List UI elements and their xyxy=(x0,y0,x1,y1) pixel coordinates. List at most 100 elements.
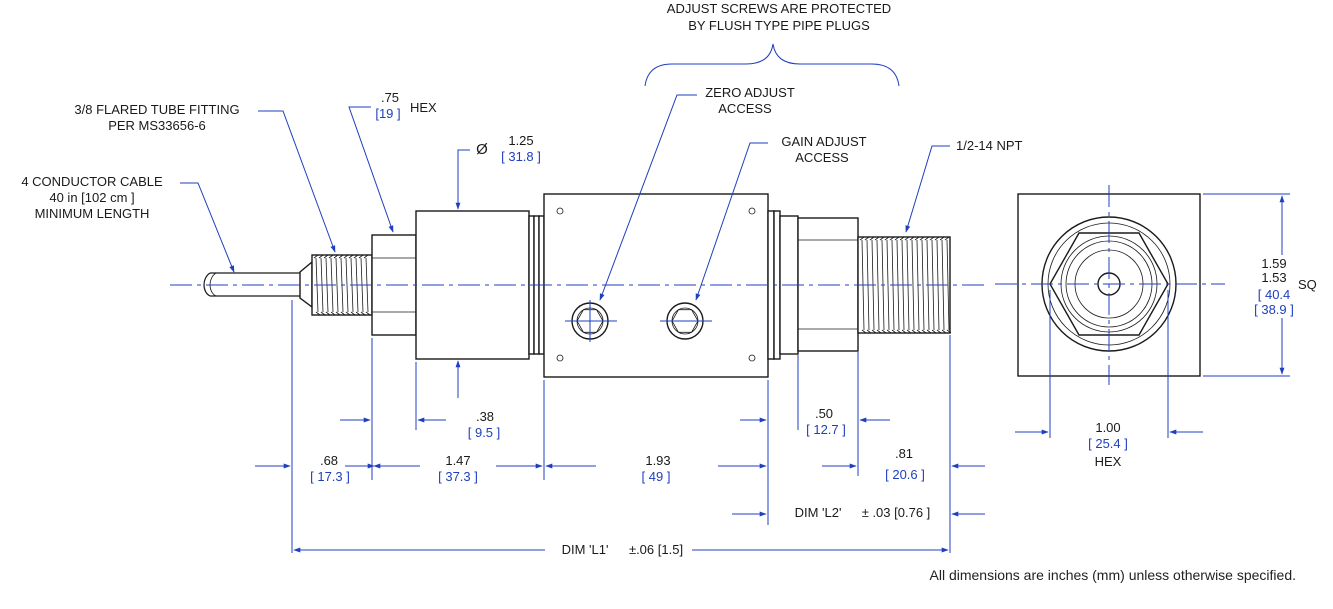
hex-075-mm: [19 ] xyxy=(375,106,400,121)
thread-crest xyxy=(871,329,877,334)
diameter-mm: [ 31.8 ] xyxy=(501,149,541,164)
thread-crest xyxy=(866,329,872,334)
thread-line xyxy=(345,257,349,313)
thread-crest xyxy=(874,236,880,241)
thread-crest xyxy=(330,311,336,316)
dim-050-in: .50 xyxy=(815,406,833,421)
leader-lines xyxy=(180,43,950,398)
cable-label: MINIMUM LENGTH xyxy=(35,206,150,221)
thread-crest xyxy=(909,236,915,241)
thread-crest xyxy=(901,329,907,334)
zero-adjust-plug xyxy=(565,300,617,342)
sq-in-min: 1.53 xyxy=(1261,270,1286,285)
gain-adjust-label: GAIN ADJUST xyxy=(781,134,866,149)
dim-038-mm: [ 9.5 ] xyxy=(468,425,501,440)
thread-crest xyxy=(353,254,359,259)
screw-hole xyxy=(748,354,756,362)
hex-100-mm: [ 25.4 ] xyxy=(1088,436,1128,451)
thread-crest xyxy=(335,311,341,316)
thread-crest xyxy=(941,329,947,334)
side-view xyxy=(170,193,985,378)
screw-hole xyxy=(556,354,564,362)
dim-068-mm: [ 17.3 ] xyxy=(310,469,350,484)
dim-147-in: 1.47 xyxy=(445,453,470,468)
thread-crest xyxy=(934,236,940,241)
hex-075-label: HEX xyxy=(410,100,437,115)
thread-crest xyxy=(944,236,950,241)
thread-crest xyxy=(921,329,927,334)
thread-crest xyxy=(318,254,324,259)
thread-crest xyxy=(891,329,897,334)
thread-crest xyxy=(323,254,329,259)
thread-crest xyxy=(328,254,334,259)
sq-mm-min: [ 38.9 ] xyxy=(1254,302,1294,317)
thread-crest xyxy=(939,236,945,241)
cable-label: 4 CONDUCTOR CABLE xyxy=(21,174,163,189)
dim-081-in: .81 xyxy=(895,446,913,461)
fitting-label: PER MS33656-6 xyxy=(108,118,206,133)
thread-crest xyxy=(320,311,326,316)
thread-crest xyxy=(333,254,339,259)
thread-crest xyxy=(313,254,319,259)
thread-crest xyxy=(363,254,369,259)
dim-081-mm: [ 20.6 ] xyxy=(885,467,925,482)
adjust-bracket xyxy=(644,43,900,87)
thread-crest xyxy=(894,236,900,241)
thread-crest xyxy=(355,311,361,316)
thread-crest xyxy=(365,311,371,316)
dim-050-mm: [ 12.7 ] xyxy=(806,422,846,437)
dim-l1-label: DIM 'L1' xyxy=(562,542,609,557)
thread-crest xyxy=(859,236,865,241)
thread-crest xyxy=(896,329,902,334)
callout-text: ADJUST SCREWS ARE PROTECTED BY FLUSH TYP… xyxy=(21,1,1022,221)
thread-crest xyxy=(360,311,366,316)
thread-crest xyxy=(929,236,935,241)
thread-crest xyxy=(345,311,351,316)
adjust-screws-label: ADJUST SCREWS ARE PROTECTED xyxy=(667,1,891,16)
thread-crest xyxy=(350,311,356,316)
dimension-text: .75 [19 ] HEX Ø 1.25 [ 31.8 ] .38 [ 9.5 … xyxy=(310,90,1317,557)
thread-line xyxy=(886,239,890,331)
thread-crest xyxy=(931,329,937,334)
thread-crest xyxy=(864,236,870,241)
sq-label: SQ xyxy=(1298,277,1317,292)
thread-crest xyxy=(926,329,932,334)
thread-crest xyxy=(881,329,887,334)
gain-adjust-plug xyxy=(660,302,712,340)
dim-193-mm: [ 49 ] xyxy=(642,469,671,484)
thread-crest xyxy=(924,236,930,241)
hex-100-in: 1.00 xyxy=(1095,420,1120,435)
zero-adjust-label: ACCESS xyxy=(718,101,772,116)
thread-crest xyxy=(916,329,922,334)
sq-in-max: 1.59 xyxy=(1261,256,1286,271)
dim-038-in: .38 xyxy=(476,409,494,424)
dim-l2-tolerance: ± .03 [0.76 ] xyxy=(862,505,931,520)
thread-crest xyxy=(946,329,952,334)
thread-line xyxy=(876,239,880,331)
adjust-screws-label: BY FLUSH TYPE PIPE PLUGS xyxy=(688,18,870,33)
dim-068-in: .68 xyxy=(320,453,338,468)
thread-crest xyxy=(911,329,917,334)
thread-crest xyxy=(884,236,890,241)
dim-193-in: 1.93 xyxy=(645,453,670,468)
screw-hole xyxy=(556,207,564,215)
thread-crest xyxy=(899,236,905,241)
dimension-lines xyxy=(255,193,1290,553)
thread-crest xyxy=(358,254,364,259)
dim-l1-tolerance: ±.06 [1.5] xyxy=(629,542,683,557)
thread-crest xyxy=(340,311,346,316)
thread-line xyxy=(335,257,339,313)
thread-crest xyxy=(325,311,331,316)
thread-line xyxy=(911,239,915,331)
fitting-label: 3/8 FLARED TUBE FITTING xyxy=(74,102,239,117)
thread-crest xyxy=(919,236,925,241)
thread-crest xyxy=(886,329,892,334)
cable xyxy=(203,272,300,297)
footnote: All dimensions are inches (mm) unless ot… xyxy=(930,567,1296,583)
sq-mm-max: [ 40.4 xyxy=(1258,287,1291,302)
thread-crest xyxy=(861,329,867,334)
hex-100-label: HEX xyxy=(1095,454,1122,469)
end-view xyxy=(995,185,1225,385)
thread-crest xyxy=(876,329,882,334)
